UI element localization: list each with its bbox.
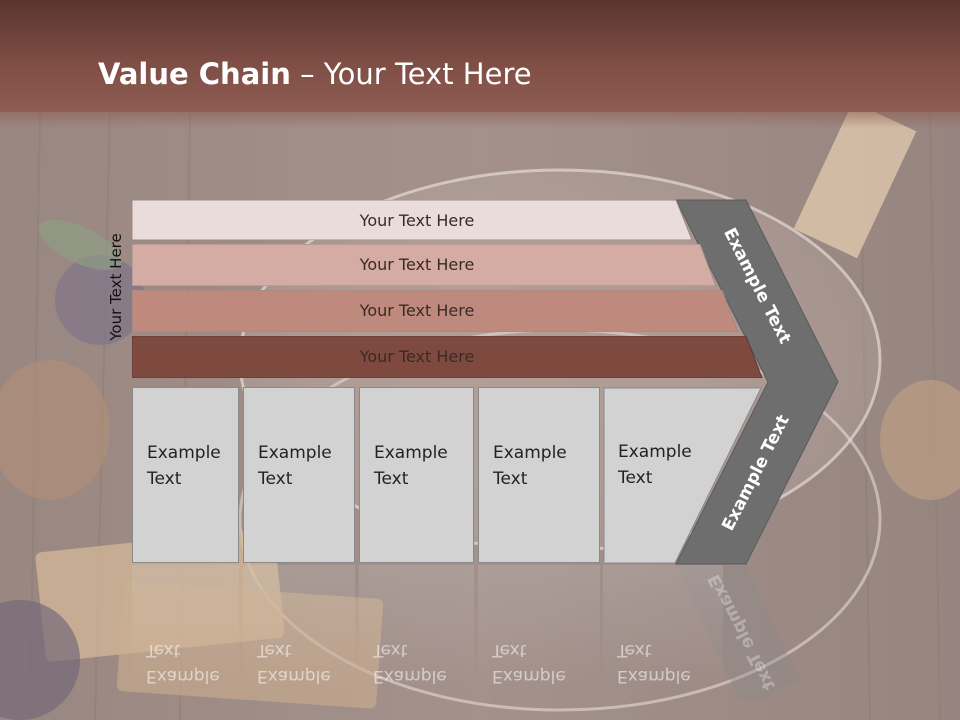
slide-title: Value Chain – Your Text Here bbox=[98, 54, 532, 94]
column-reflection: Example Text bbox=[603, 565, 723, 705]
reflection-text: Example Text bbox=[492, 640, 566, 686]
column-label: Example Text bbox=[618, 442, 692, 488]
column-reflection: Example Text bbox=[243, 565, 355, 705]
slide-title-rest: – Your Text Here bbox=[290, 57, 532, 91]
support-column-2: Example Text bbox=[243, 387, 355, 563]
reflection-text: Example Text bbox=[146, 640, 220, 686]
column-label: Example Text bbox=[374, 443, 448, 489]
support-column-4: Example Text bbox=[478, 387, 600, 563]
activity-banner-3: Your Text Here bbox=[132, 290, 772, 332]
column-label: Example Text bbox=[258, 443, 332, 489]
banner-label: Your Text Here bbox=[359, 346, 475, 366]
banner-shape bbox=[132, 290, 739, 332]
arrow-reflection bbox=[676, 566, 800, 700]
arrow-shape bbox=[675, 199, 839, 565]
activity-banner-4: Your Text Here bbox=[132, 336, 772, 378]
column-reflection: Example Text bbox=[478, 565, 600, 705]
reflection-text: Example Text bbox=[617, 640, 691, 686]
column-reflection: Example Text bbox=[132, 565, 239, 705]
banner-shape bbox=[132, 336, 763, 378]
activity-banner-2: Your Text Here bbox=[132, 244, 772, 286]
banner-label: Your Text Here bbox=[359, 300, 475, 320]
support-column-5: Example Text bbox=[603, 387, 753, 563]
header-fade bbox=[0, 112, 960, 128]
support-column-3: Example Text bbox=[359, 387, 474, 563]
banner-label: Your Text Here bbox=[359, 210, 475, 230]
column-label: Example Text bbox=[493, 443, 567, 489]
banner-shape bbox=[132, 244, 717, 286]
slide-title-bold: Value Chain bbox=[98, 57, 291, 91]
reflection-text: Example Text bbox=[373, 640, 447, 686]
banner-shape bbox=[132, 200, 693, 240]
support-column-1: Example Text bbox=[132, 387, 239, 563]
banner-label: Your Text Here bbox=[359, 254, 475, 274]
column-label: Example Text bbox=[147, 443, 221, 489]
reflection-text: Example Text bbox=[257, 640, 331, 686]
activity-banner-1: Your Text Here bbox=[132, 200, 772, 240]
header-bar bbox=[0, 0, 960, 112]
support-column-5-shape bbox=[603, 387, 762, 564]
column-reflection: Example Text bbox=[359, 565, 474, 705]
